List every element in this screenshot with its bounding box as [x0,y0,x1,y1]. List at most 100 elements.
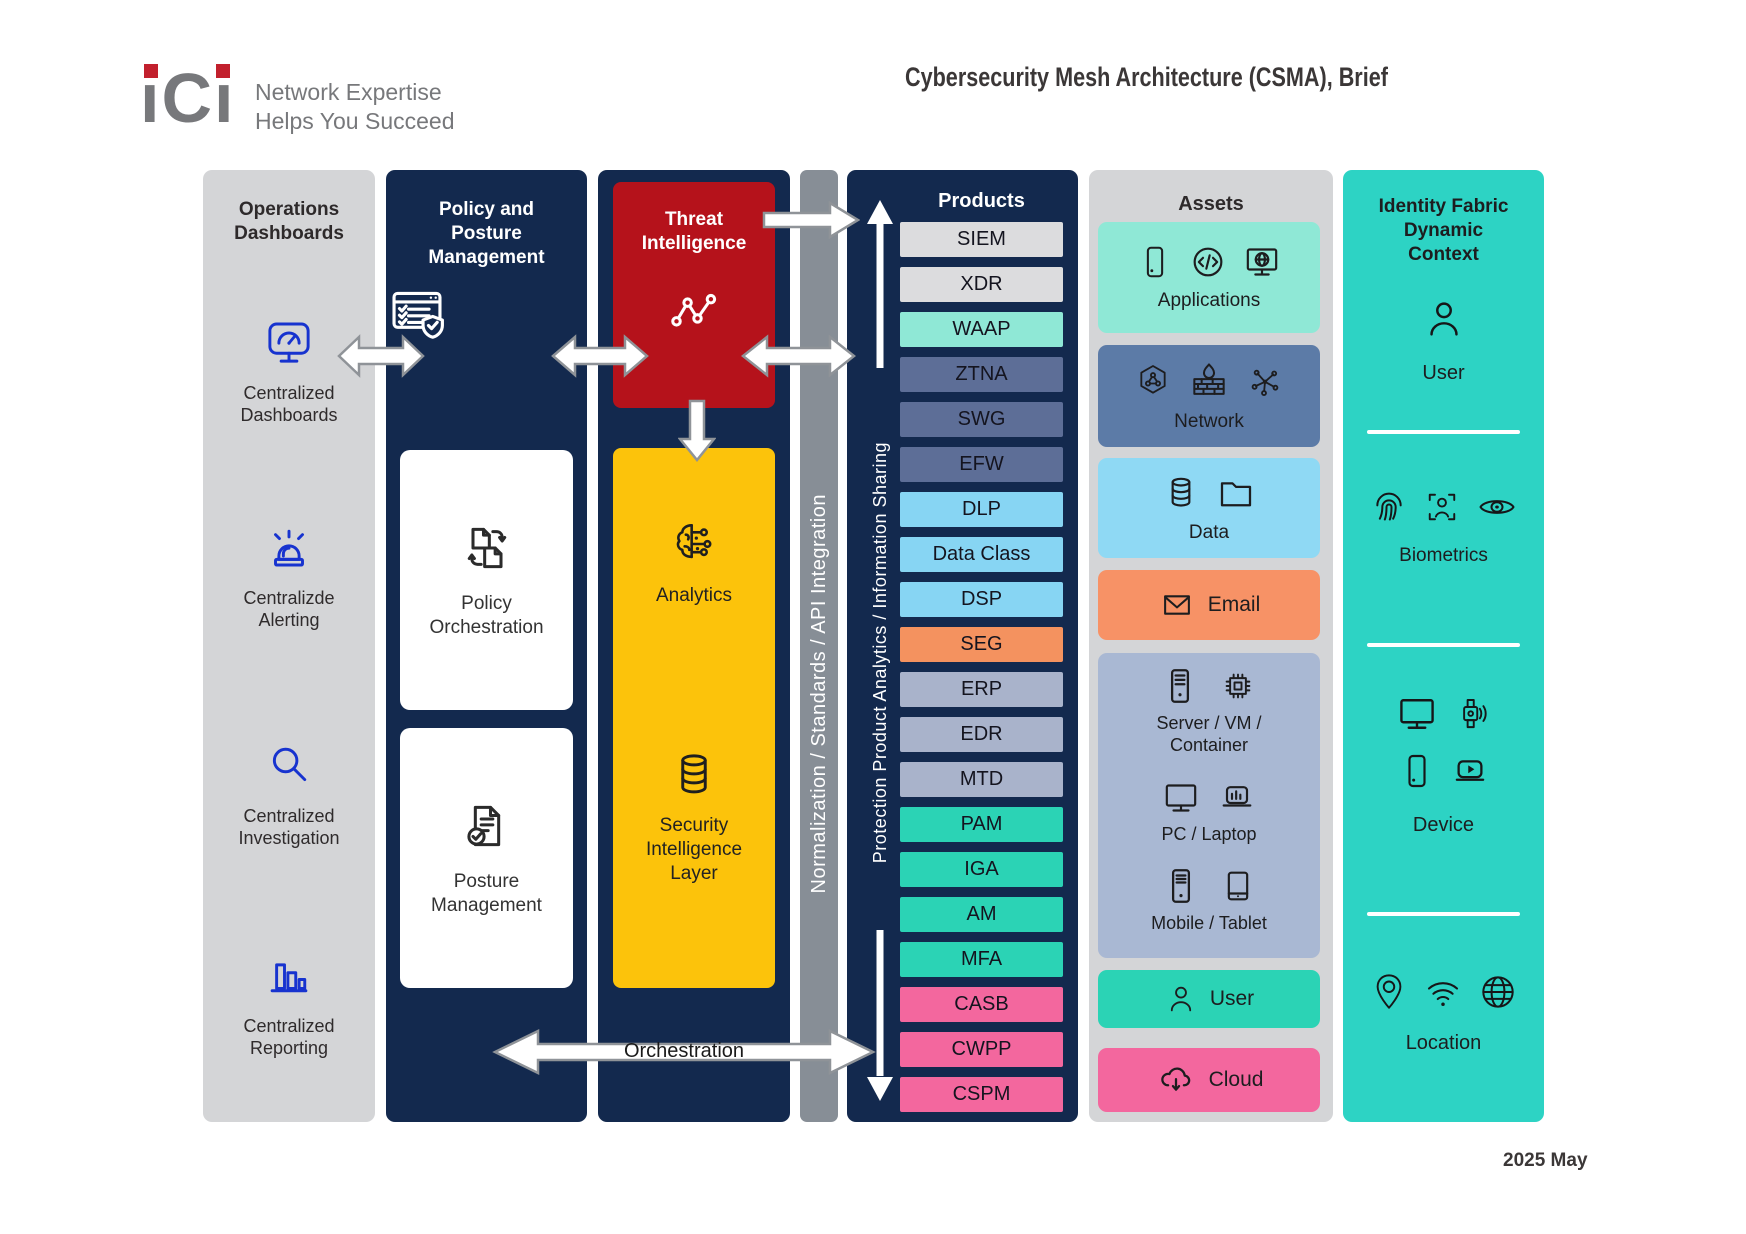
mobile-icon [1171,869,1191,903]
date-label: 2025 May [1503,1150,1588,1171]
server-vm-container-group: Server / VM / Container [1098,665,1320,756]
product-row-swg: SWG [900,402,1063,437]
policy-card-label: Posture Management [431,871,542,916]
user-icon [1170,986,1191,1012]
products-column: Products Protection Product Analytics / … [847,170,1078,1122]
media-player-icon [1455,760,1484,781]
biometrics-icons [1343,485,1544,529]
product-row-siem: SIEM [900,222,1063,257]
product-row-cspm: CSPM [900,1077,1063,1112]
phone-icon [1407,754,1426,788]
divider [1367,643,1520,647]
product-row-xdr: XDR [900,267,1063,302]
identity-title: Identity Fabric Dynamic Context [1378,196,1509,265]
eye-icon [1478,500,1515,514]
applications-icons [1136,242,1282,282]
alert-icon [274,529,304,567]
globe-icon [1481,976,1514,1008]
analytics-label: Analytics [655,585,733,606]
assets-user-card: User [1098,970,1320,1028]
threat-to-products-arrow-icon [762,201,860,239]
iot-device-icon [1462,699,1487,729]
logo-dot-icon [144,64,158,78]
threat-intelligence-box: Threat Intelligence [613,182,775,408]
operations-title: Operations Dashboards [234,199,344,244]
products-side-label-wrap: Protection Product Analytics / Informati… [862,408,898,898]
threat-title: Threat Intelligence [641,209,747,254]
mesh-hexagon-icon [1140,364,1166,394]
email-label: Email [1207,593,1261,617]
ici-logo: ıCı Network Expertise Helps You Succeed [140,58,560,138]
product-row-mfa: MFA [900,942,1063,977]
mobile-label: Mobile / Tablet [1151,913,1267,933]
threat-products-double-arrow-icon [741,334,856,378]
policy-card-label: Policy Orchestration [429,593,544,638]
product-row-seg: SEG [900,627,1063,662]
threat-intel-icon [671,293,717,327]
ops-item-centralized-dashboards: Centralized Dashboards [203,315,375,427]
threat-column: Threat Intelligence Analytics [598,170,790,1122]
location-pin-icon [1376,974,1401,1009]
ops-item-label: Centralized Dashboards [240,383,338,425]
security-intelligence-layer-label: Security Intelligence Layer [645,815,743,884]
cloud-icon [1160,1067,1190,1091]
database-icon [1171,477,1191,507]
assets-title: Assets [1178,193,1244,215]
divider [1367,912,1520,916]
identity-user-section: User [1343,296,1544,385]
product-row-waap: WAAP [900,312,1063,347]
policy-orchestration-icon [467,528,506,569]
policy-orchestration-card: Policy Orchestration [400,450,573,710]
laptop-chart-icon [1222,786,1252,807]
report-icon [270,963,308,993]
device-icons-row1 [1343,692,1544,736]
location-icons [1343,970,1544,1014]
product-row-edr: EDR [900,717,1063,752]
assets-column: Assets Applications [1089,170,1333,1122]
posture-management-card: Posture Management [400,728,573,988]
ops-item-centralized-alerting: Centralizde Alerting [203,520,375,632]
security-intelligence-layer-section: Security Intelligence Layer [613,748,775,885]
ops-item-label: Centralizde Alerting [243,588,335,630]
server-icons [1098,665,1320,707]
monitor-icon [1165,784,1197,812]
search-icon [272,747,307,782]
data-label: Data [1188,521,1230,543]
identity-device-section: Device [1343,692,1544,837]
assets-cloud-card: Cloud [1098,1048,1320,1112]
assets-devices-card: Server / VM / Container PC / Laptop [1098,653,1320,958]
product-row-efw: EFW [900,447,1063,482]
monitor-icon [1399,699,1434,729]
cloud-label: Cloud [1208,1068,1264,1092]
policy-threat-double-arrow-icon [551,334,649,378]
device-icons-row2 [1343,750,1544,792]
product-row-pam: PAM [900,807,1063,842]
identity-location-section: Location [1343,970,1544,1055]
product-row-mtd: MTD [900,762,1063,797]
product-row-cwpp: CWPP [900,1032,1063,1067]
assets-applications-card: Applications [1098,222,1320,333]
logo-dot-icon [216,64,230,78]
logo-mark: ıCı [140,58,240,138]
identity-column: Identity Fabric Dynamic Context User [1343,170,1544,1122]
face-scan-icon [1428,493,1455,521]
product-row-ztna: ZTNA [900,357,1063,392]
pc-icons [1098,778,1320,818]
ops-policy-double-arrow-icon [337,334,425,378]
code-circle-icon [1193,247,1223,277]
policy-title: Policy and Posture Management [428,199,545,268]
folder-icon [1220,481,1252,506]
server-icon [1170,669,1190,703]
identity-device-label: Device [1412,814,1475,836]
divider [1367,430,1520,434]
network-label: Network [1174,410,1244,432]
assets-email-card: Email [1098,570,1320,640]
monitor-globe-icon [1246,248,1278,276]
data-icons [1161,472,1257,514]
wifi-icon [1427,982,1458,1006]
assets-data-card: Data [1098,458,1320,558]
product-row-iga: IGA [900,852,1063,887]
analytics-section: Analytics [613,516,775,608]
mobile-tablet-group: Mobile / Tablet [1098,865,1320,935]
